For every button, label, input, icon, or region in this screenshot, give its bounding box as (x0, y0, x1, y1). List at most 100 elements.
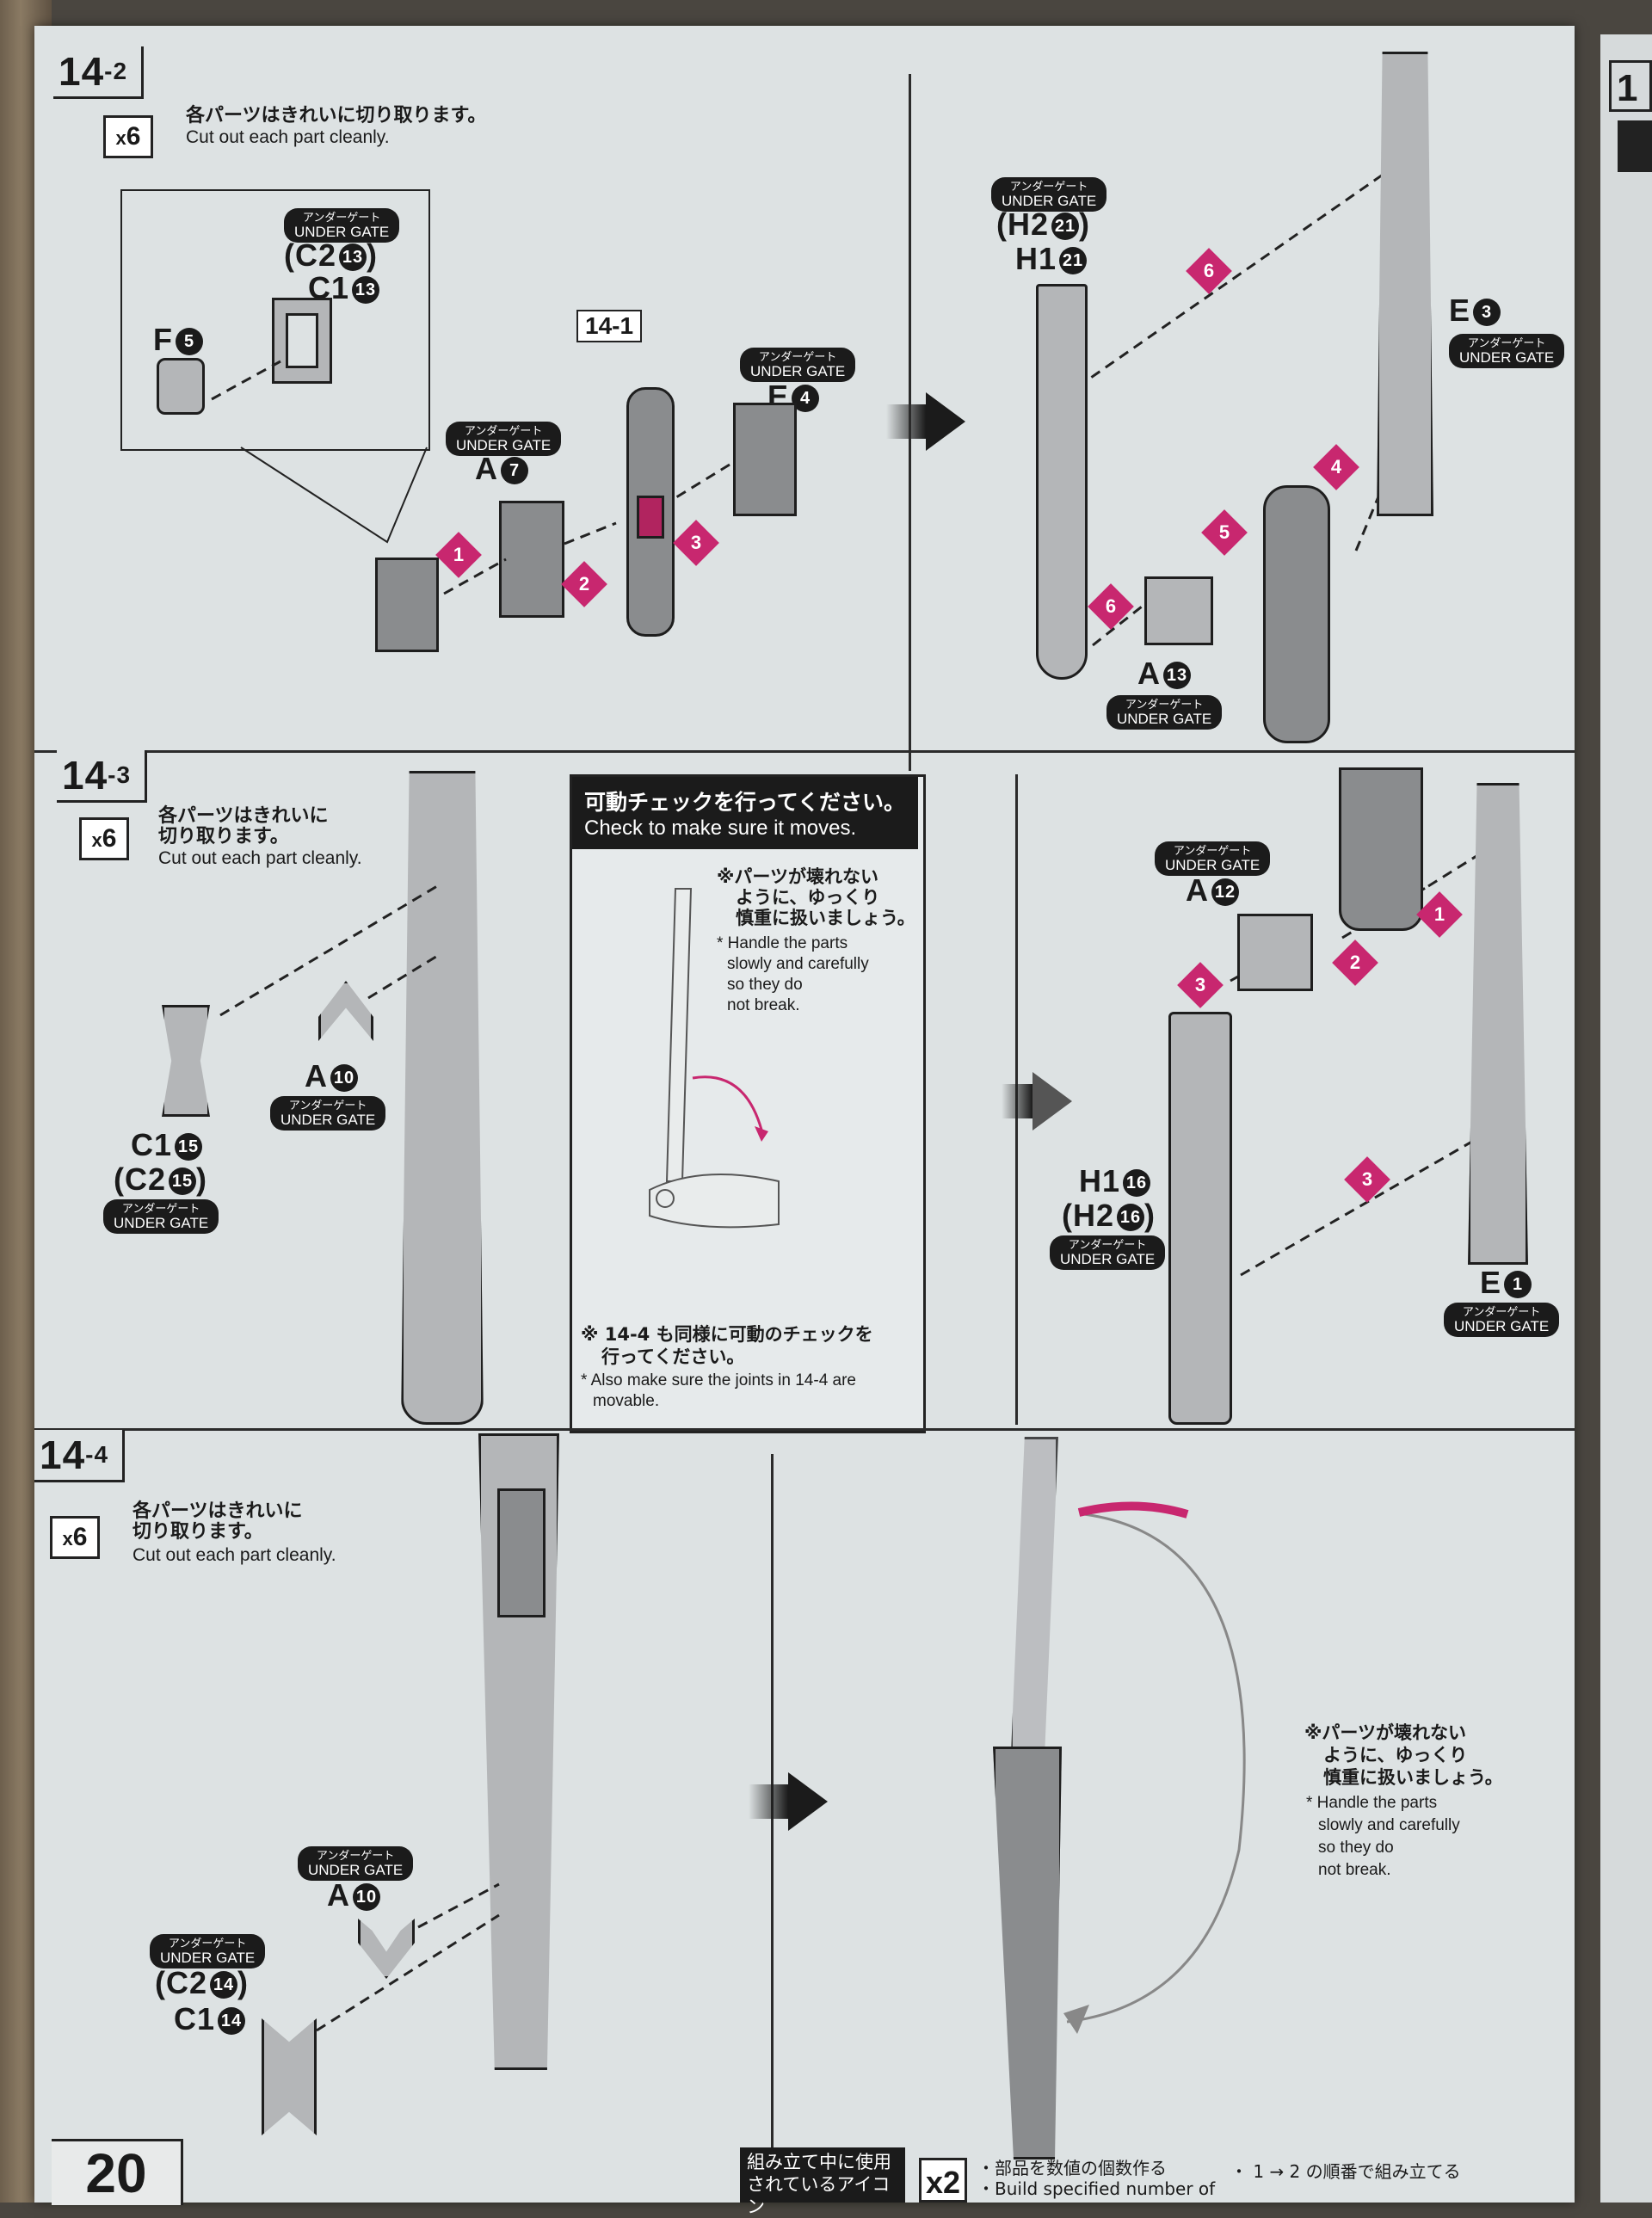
instruction-en: Cut out each part cleanly. (158, 848, 362, 868)
care-note-jp: ※パーツが壊れない (717, 866, 878, 887)
instruction-jp: 切り取ります。 (158, 826, 289, 847)
part-h1-21 (1036, 284, 1088, 680)
step-main-number: 14 (59, 49, 105, 94)
instruction-jp: 切り取ります。 (133, 1521, 263, 1543)
part-wing-joint (497, 1488, 546, 1617)
reference-step-box: 14-1 (576, 310, 643, 342)
manual-page: 14-2 x6 各パーツはきれいに切り取ります。 Cut out each pa… (34, 26, 1575, 2203)
care-note-jp: ※パーツが壊れない (1304, 1722, 1466, 1743)
step-number-14-3: 14-3 (57, 750, 148, 803)
part-a13 (1144, 576, 1213, 645)
care-note-en: slowly and carefully (727, 955, 869, 973)
adjacent-page-marker (1618, 120, 1652, 172)
care-note-en: so they do (1318, 1839, 1394, 1857)
step-number-14-2: 14-2 (53, 46, 145, 99)
instruction-en: Cut out each part cleanly. (186, 127, 390, 147)
also-check-en: movable. (593, 1392, 660, 1410)
check-title-en: Check to make sure it moves. (584, 816, 857, 840)
part-a12 (1237, 914, 1313, 991)
multiplier-badge: x6 (79, 817, 129, 860)
part-f5 (157, 358, 205, 415)
care-note-en: * Handle the parts (717, 934, 848, 952)
column-divider (909, 74, 911, 771)
care-note-en: slowly and carefully (1318, 1816, 1460, 1834)
multiplier-badge: x6 (50, 1516, 100, 1559)
section-divider (34, 750, 1575, 753)
hand-check-illustration (649, 888, 780, 1229)
care-note-jp: ように、ゆっくり (736, 887, 880, 908)
footer-multiplier-note: ・部品を数値の個数作る ・Build specified number of (977, 2158, 1216, 2199)
part-c1-13-window (286, 313, 318, 368)
also-check-jp: 行ってください。 (601, 1346, 745, 1367)
detail-callout (120, 189, 430, 451)
instruction-jp: 各パーツはきれいに (158, 805, 329, 827)
adjacent-page-step-box: 1 (1609, 60, 1652, 112)
callout-pointer (240, 447, 428, 544)
part-a7 (499, 501, 564, 618)
instruction-en: Cut out each part cleanly. (133, 1545, 336, 1565)
care-note-en: so they do (727, 976, 803, 994)
care-note-jp: 慎重に扱いましょう。 (736, 908, 915, 928)
also-check-en: * Also make sure the joints in 14-4 are (581, 1371, 857, 1389)
footer-multiplier-icon: x2 (919, 2158, 967, 2203)
instruction-jp: 各パーツはきれいに切り取ります。 (186, 105, 487, 126)
flow-arrow-shaft (886, 404, 926, 439)
part-hinge-block (1263, 485, 1330, 743)
icon-legend-title: 組み立て中に使用 されているアイコン (740, 2147, 905, 2217)
care-note-jp: ように、ゆっくり (1323, 1745, 1468, 1765)
movement-check-panel: 可動チェックを行ってください。 Check to make sure it mo… (570, 774, 926, 1433)
flow-arrow (1032, 1072, 1072, 1131)
footer-step-order-note: ・ 1 → 2 の順番で組み立てる (1230, 2161, 1461, 2182)
section-divider (34, 1428, 1575, 1431)
step-sub-number: -2 (104, 58, 128, 84)
care-note-en: * Handle the parts (1306, 1794, 1438, 1812)
care-note-en: not break. (727, 996, 800, 1014)
flow-arrow-shaft (1002, 1084, 1032, 1118)
part-joint-accent (637, 496, 664, 539)
care-note-jp: 慎重に扱いましょう。 (1323, 1767, 1503, 1788)
flow-arrow (788, 1772, 828, 1831)
page-number: 20 (52, 2139, 183, 2205)
assembly-guides-14-4 (316, 1501, 1246, 2034)
care-note-en: not break. (1318, 1861, 1391, 1879)
part-base-plate (375, 558, 439, 652)
part-e4 (733, 403, 797, 516)
part-c1-13 (272, 298, 332, 384)
part-joint-top (1339, 767, 1423, 931)
multiplier-value: 6 (126, 122, 141, 151)
part-h1-16 (1168, 1012, 1232, 1425)
adjacent-page-edge (1600, 34, 1652, 2203)
flow-arrow-shaft (749, 1784, 788, 1819)
check-title-jp: 可動チェックを行ってください。 (584, 790, 906, 815)
also-check-jp: ※ 14-4 も同様に可動のチェックを (581, 1324, 873, 1345)
multiplier-badge: x6 (103, 115, 153, 158)
